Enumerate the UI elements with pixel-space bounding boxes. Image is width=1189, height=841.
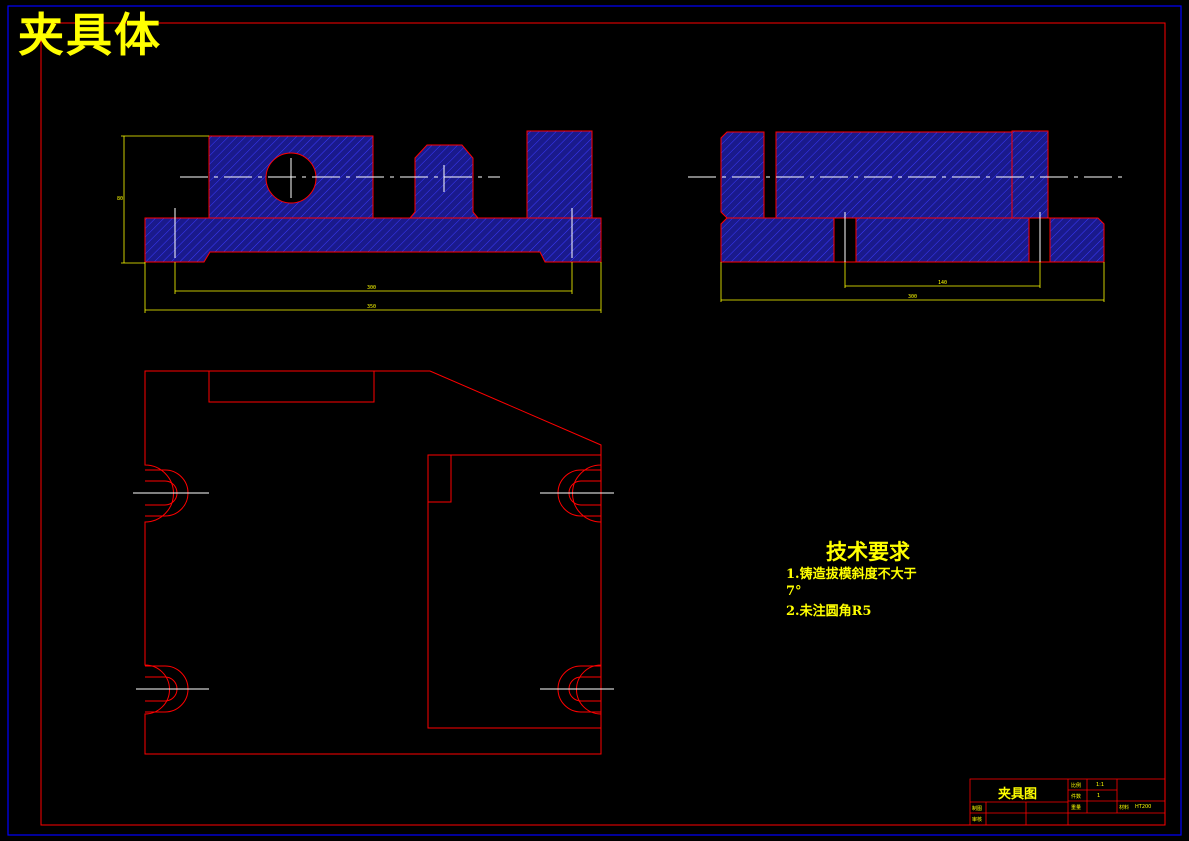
- drawing-frame: [40, 22, 1166, 826]
- technical-requirements-heading: 技术要求: [826, 539, 910, 564]
- side-base-middle: [855, 217, 1030, 263]
- top-right-pocket: [427, 454, 602, 729]
- side-left-upper: [720, 131, 765, 219]
- top-view: [133, 370, 614, 755]
- top-left-recess: [208, 370, 375, 403]
- top-outline: [144, 370, 602, 755]
- title-block-count-value: 1: [1097, 793, 1101, 799]
- dim-front-inner-length: 300: [367, 285, 377, 291]
- side-view: [688, 130, 1122, 302]
- requirement-line-2: 7°: [786, 584, 802, 599]
- title-block-weight-label: 重量: [1071, 805, 1082, 811]
- front-view: [121, 130, 602, 313]
- part-title: 夹具体: [18, 8, 162, 62]
- dim-side-inner-length: 140: [938, 280, 948, 286]
- title-block-scale-label: 比例: [1071, 783, 1082, 789]
- title-block-material-label: 材料: [1119, 805, 1130, 811]
- side-middle-upper: [775, 131, 1013, 219]
- dim-side-total-length: 300: [908, 294, 918, 300]
- side-right-upper: [1011, 130, 1049, 219]
- top-small-pocket: [427, 454, 452, 503]
- title-block: [969, 778, 1166, 826]
- title-block-drawn-label: 制图: [972, 806, 983, 812]
- title-block-scale-value: 1:1: [1096, 782, 1105, 788]
- side-base-left: [720, 217, 835, 263]
- requirement-line-1: 1.铸造拔模斜度不大于: [786, 567, 917, 582]
- title-block-reviewed-label: 审核: [972, 817, 983, 823]
- requirement-line-3: 2.未注圆角R5: [786, 604, 872, 619]
- title-block-drawing-name: 夹具图: [998, 787, 1038, 802]
- dim-front-height: 80: [117, 196, 124, 202]
- title-block-material-value: HT200: [1135, 804, 1152, 810]
- side-base-right: [1049, 217, 1105, 263]
- front-right-block: [526, 130, 593, 219]
- technical-requirements: 技术要求 1.铸造拔模斜度不大于 7° 2.未注圆角R5: [786, 538, 917, 620]
- title-block-count-label: 件数: [1071, 794, 1082, 800]
- sheet-border: [7, 5, 1182, 836]
- dim-front-total-length: 350: [367, 304, 377, 310]
- front-base: [144, 217, 602, 263]
